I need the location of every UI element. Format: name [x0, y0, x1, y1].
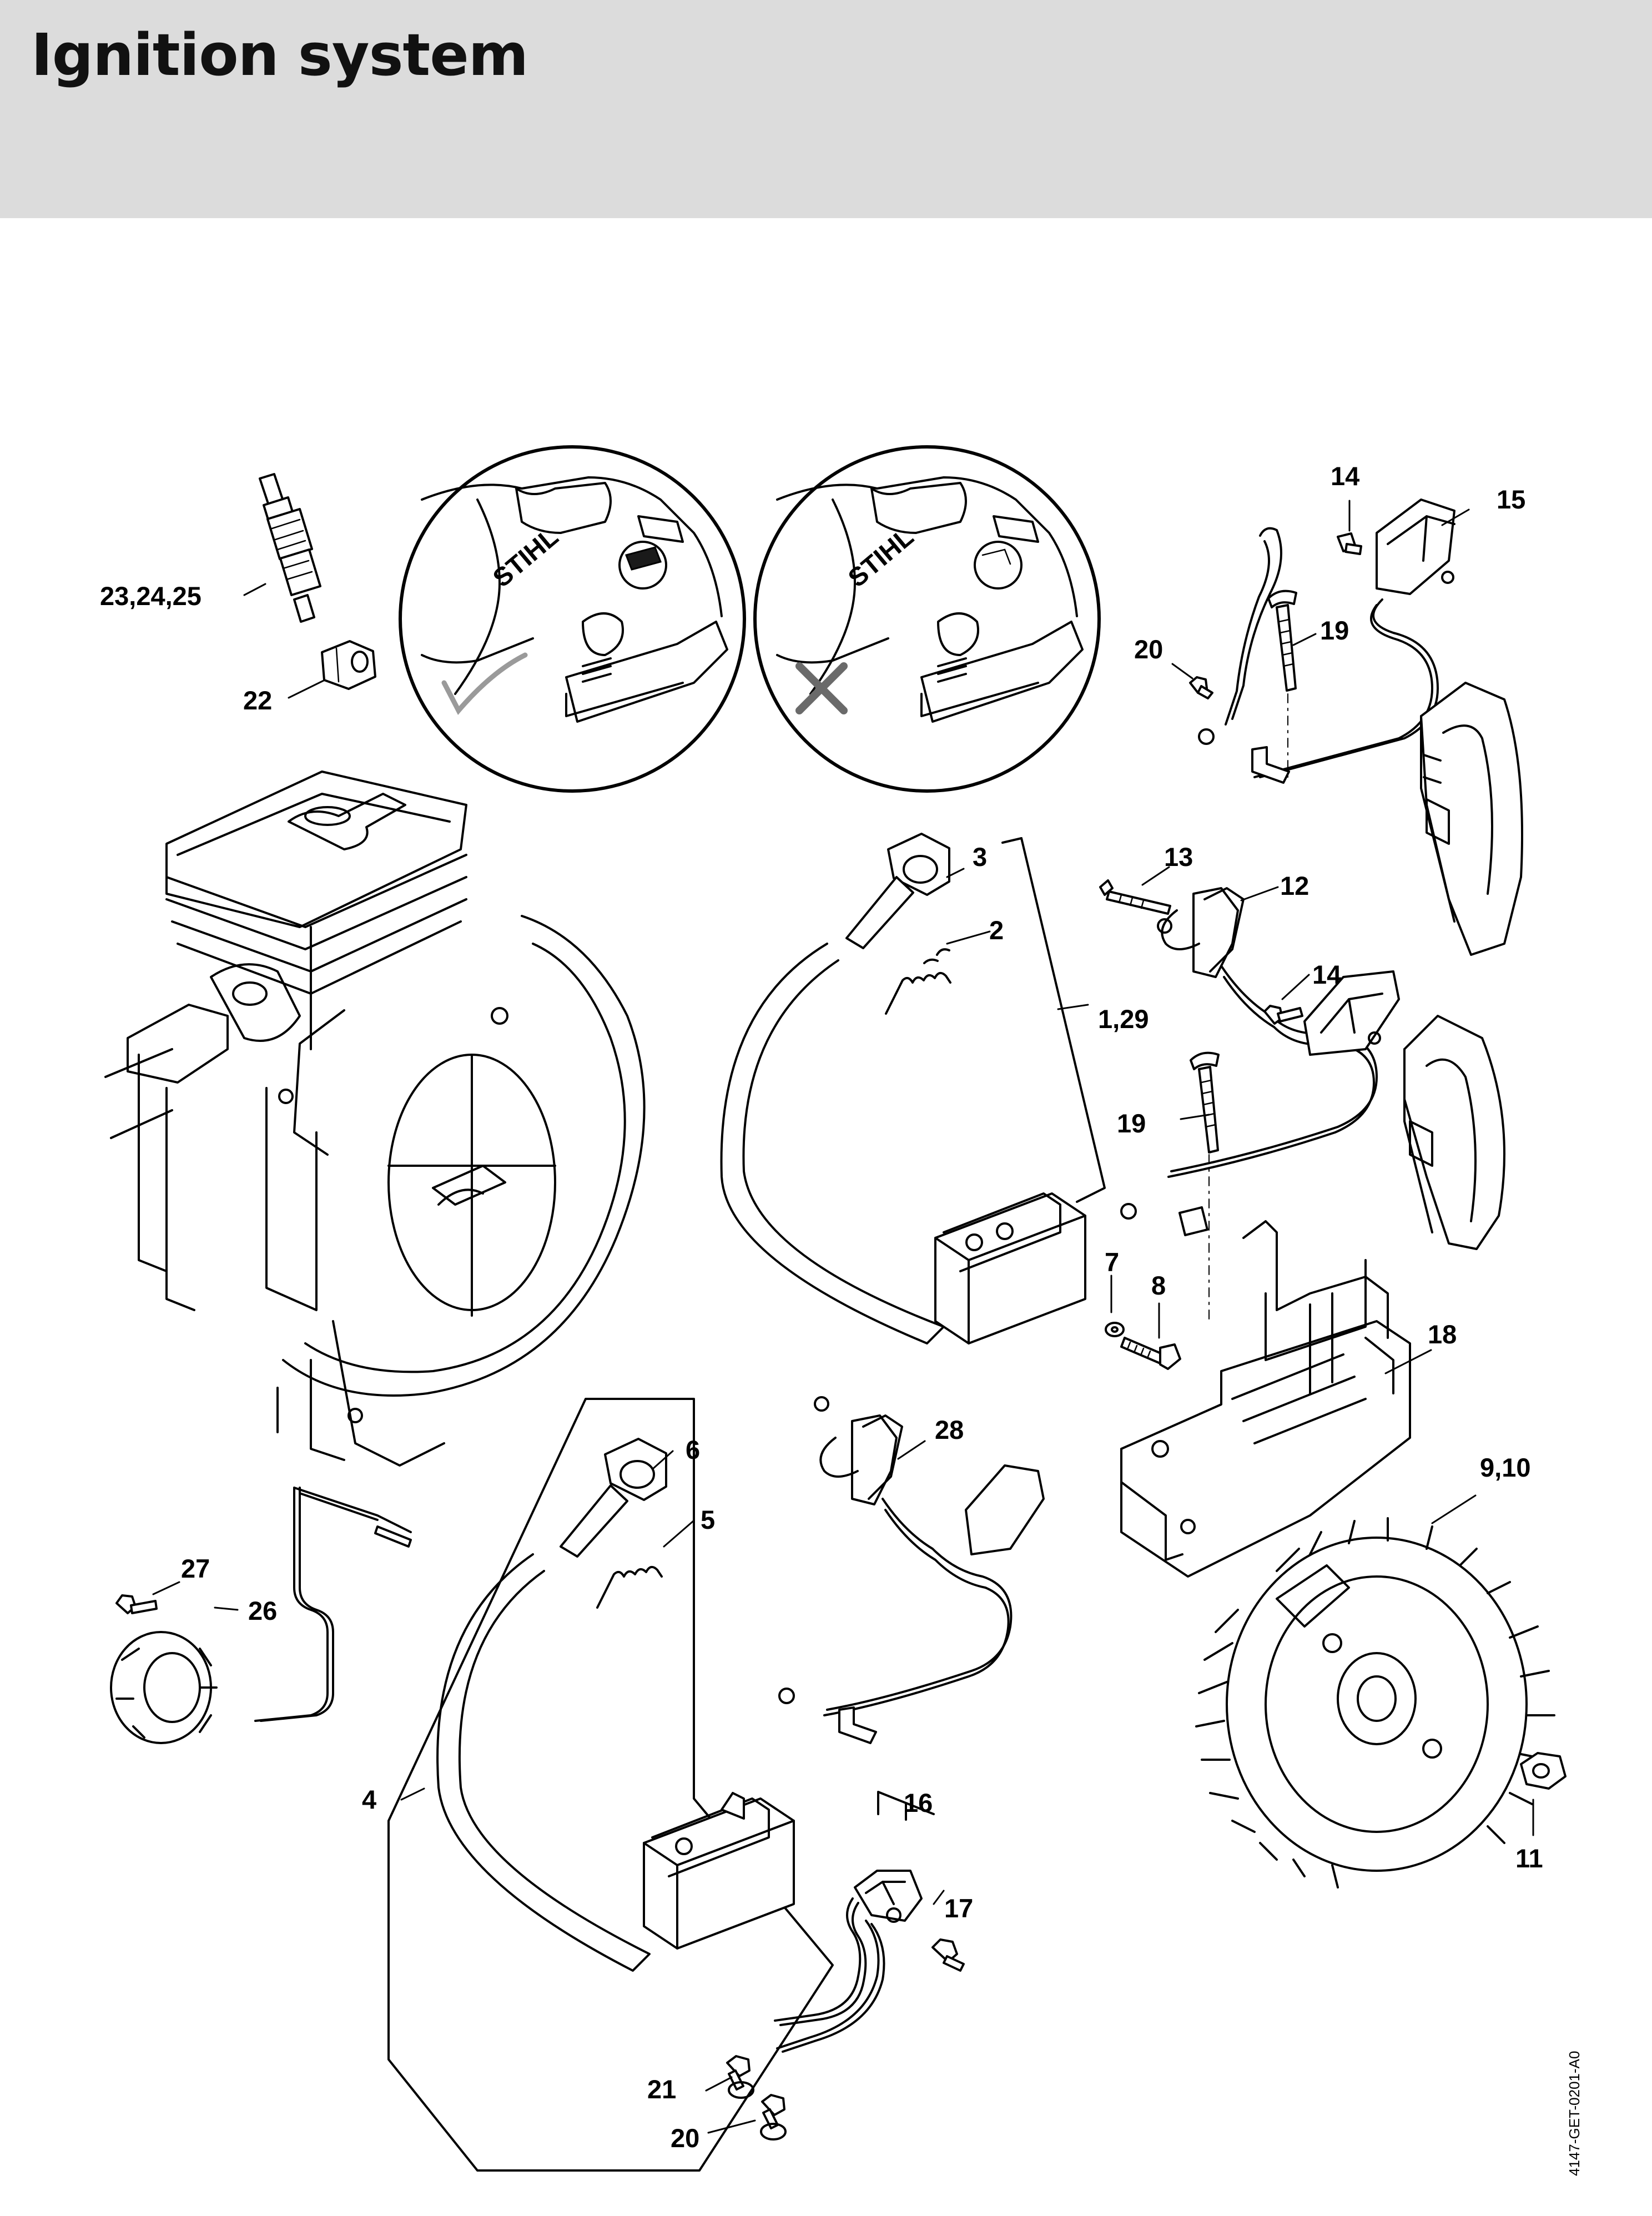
ignition-module-lower — [387, 1398, 834, 2172]
callout-5: 5 — [701, 1505, 715, 1534]
callout-14-mid: 14 — [1312, 960, 1341, 989]
detail-view-correct: STIHL — [399, 445, 746, 793]
engine-crankcase — [104, 770, 646, 1467]
callout-22: 22 — [243, 686, 272, 715]
callout-20-bottom: 20 — [671, 2123, 699, 2153]
ring-26 — [110, 1631, 218, 1744]
ignition-module-upper — [720, 833, 1106, 1344]
callout-4: 4 — [362, 1785, 376, 1814]
short-circuit-wire-12 — [1120, 887, 1378, 1236]
terminal-nut — [321, 640, 376, 690]
callout-8: 8 — [1151, 1271, 1166, 1300]
callout-17: 17 — [944, 1893, 973, 1923]
stihl-logo-correct: STIHL — [487, 522, 563, 593]
short-circuit-wire-28 — [778, 1396, 1045, 1744]
carrier-18 — [1120, 1220, 1411, 1578]
spark-plug — [259, 473, 321, 623]
spring-5 — [596, 1565, 663, 1609]
callout-28: 28 — [935, 1415, 964, 1444]
centerline-19 — [1208, 693, 1288, 1322]
callout-13: 13 — [1164, 842, 1193, 872]
handle-housing-top — [1420, 682, 1523, 956]
callout-6: 6 — [686, 1435, 700, 1464]
washer-7 — [1105, 1322, 1125, 1337]
screw-19-mid — [1190, 1051, 1220, 1154]
screw-14-mid — [1263, 1005, 1303, 1025]
callout-labels: 1,29 2 3 4 5 6 7 8 9,10 11 12 13 14 14 1… — [100, 461, 1543, 2153]
flywheel — [1195, 1517, 1555, 1888]
screw-19-top — [1267, 590, 1297, 692]
callout-7: 7 — [1105, 1247, 1119, 1277]
callout-19-mid: 19 — [1117, 1109, 1146, 1138]
callout-3: 3 — [973, 842, 987, 872]
callout-11: 11 — [1515, 1844, 1543, 1873]
callout-23-24-25: 23,24,25 — [100, 581, 202, 611]
callout-1-29: 1,29 — [1098, 1004, 1149, 1034]
callout-2: 2 — [989, 915, 1004, 945]
switch-15 — [1376, 498, 1455, 595]
nut-11 — [1520, 1752, 1567, 1790]
checkmark-icon — [441, 652, 528, 715]
callout-21: 21 — [647, 2074, 676, 2104]
title-banner: Ignition system — [0, 0, 1652, 218]
wire-26 — [254, 1487, 412, 1722]
screw-21 — [726, 2055, 754, 2099]
screw-13 — [1099, 879, 1171, 915]
document-code: 4147-GET-0201-A0 — [1566, 2051, 1583, 2176]
callout-12: 12 — [1280, 871, 1309, 900]
callout-9-10: 9,10 — [1480, 1453, 1530, 1482]
callout-26: 26 — [248, 1596, 277, 1625]
screw-27 — [115, 1594, 158, 1614]
callout-18: 18 — [1428, 1319, 1457, 1349]
handle-housing-mid — [1403, 1015, 1505, 1250]
screw-17 — [931, 1938, 965, 1972]
callout-16: 16 — [904, 1788, 933, 1817]
screw-20-top — [1189, 676, 1213, 699]
callout-14-top: 14 — [1331, 461, 1359, 491]
screw-20-bottom — [760, 2094, 787, 2141]
callout-27: 27 — [181, 1554, 210, 1583]
cross-icon — [795, 662, 848, 714]
callout-15: 15 — [1497, 485, 1525, 514]
switch-housing-mid — [1303, 970, 1400, 1056]
spring-2 — [885, 971, 951, 1015]
page-title: Ignition system — [31, 21, 528, 89]
callout-19-top: 19 — [1320, 616, 1349, 645]
terminal-16 — [774, 1791, 935, 2053]
stihl-logo-incorrect: STIHL — [842, 522, 919, 593]
screw-8 — [1120, 1337, 1181, 1370]
detail-view-incorrect: STIHL — [753, 445, 1101, 793]
leader-lines — [152, 500, 1534, 2134]
screw-14-top — [1337, 532, 1362, 555]
callout-20-top: 20 — [1134, 634, 1163, 664]
